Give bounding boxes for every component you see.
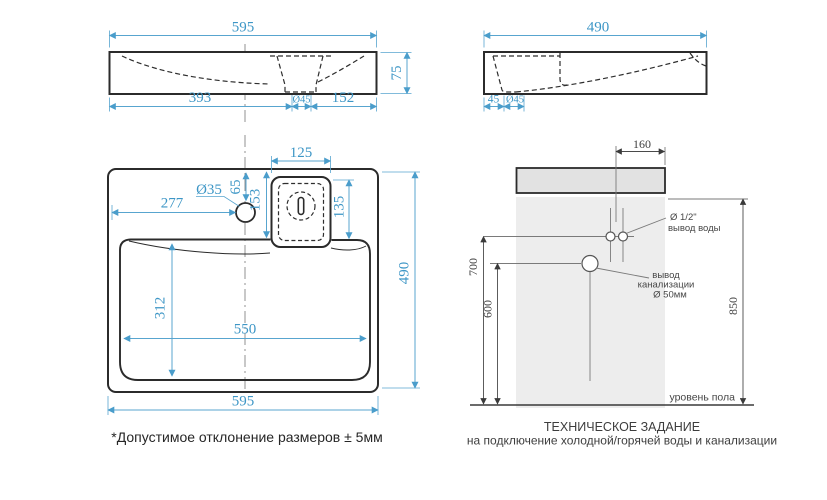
dim-front-bottom-chain: 393 Ø45 152: [108, 90, 378, 112]
dim-label: 490: [397, 262, 413, 285]
sewage-outlet-label-line1: вывод: [652, 270, 680, 281]
dim-label: 700: [466, 258, 480, 276]
installation-view: Ø 1/2" вывод воды вывод канализации Ø 50…: [466, 137, 754, 408]
water-outlet-leader: [625, 217, 667, 234]
dim-drain-box-depth: 135: [332, 179, 354, 240]
top-view: 125 Ø35 277 65 153 135 490: [107, 135, 420, 415]
dim-side-overall-depth: 490: [483, 20, 708, 48]
drain-box-outline: [270, 176, 332, 248]
dim-drain-box-width: 125: [270, 145, 332, 173]
dim-label: Ø45: [506, 95, 524, 106]
drain-slot: [297, 196, 305, 216]
wall-area: [516, 197, 665, 408]
dim-mounting-height: 850: [668, 198, 748, 405]
dim-label: 595: [232, 20, 255, 36]
dim-side-bottom-chain: 45 Ø45: [483, 94, 525, 112]
dim-top-to-bowl: 153: [248, 171, 270, 239]
installation-subtitle: на подключение холодной/горячей воды и к…: [467, 434, 777, 448]
dim-front-height: 75: [380, 51, 412, 95]
bowl-inner-outline: [119, 238, 371, 381]
dim-label: Ø35: [196, 182, 222, 198]
bowl-rim-curve-left: [128, 240, 271, 255]
dim-label: 45: [488, 94, 500, 106]
installation-title: ТЕХНИЧЕСКОЕ ЗАДАНИЕ: [544, 420, 700, 434]
front-view-basin-profile: [121, 55, 365, 93]
dim-label: Ø45: [292, 95, 310, 106]
drain-box-inner-dashed: [277, 182, 325, 242]
side-view-outline: [483, 51, 708, 95]
sewage-outlet-label-line2: канализации: [638, 280, 695, 291]
dim-label: 312: [153, 297, 169, 320]
water-diameter-label: Ø 1/2": [670, 212, 697, 223]
water-outlet-label: вывод воды: [668, 223, 721, 234]
front-view: 595 75 393 Ø45 152: [108, 20, 412, 122]
tolerance-note: *Допустимое отклонение размеров ± 5мм: [111, 429, 382, 445]
water-outlet-right: [617, 231, 629, 242]
dim-water-outlet-height: 700: [466, 235, 487, 405]
top-view-outline: [107, 168, 379, 393]
drain-box: [270, 176, 332, 248]
sewage-diameter-label: Ø 50мм: [653, 290, 687, 301]
dim-top-to-faucet: 65: [228, 172, 250, 202]
side-view: 490 45 Ø45: [483, 20, 708, 112]
dim-bowl-width: 550: [123, 322, 367, 342]
dim-label: 850: [726, 297, 740, 315]
dim-label: 277: [161, 196, 184, 212]
dim-label: 160: [633, 137, 651, 151]
dim-label: 550: [234, 322, 257, 338]
dim-left-to-faucet: 277: [111, 196, 237, 220]
sewage-outlet: [581, 254, 599, 273]
floor-level-label: уровень пола: [669, 392, 735, 404]
dim-front-overall-width: 595: [108, 20, 378, 48]
dim-label: 595: [232, 394, 255, 410]
side-view-basin-profile: [492, 52, 707, 93]
dim-label: 490: [587, 20, 610, 36]
dim-label: 65: [228, 180, 244, 195]
dim-label: 125: [290, 145, 313, 161]
dim-label: 75: [389, 66, 405, 81]
dim-top-view-overall-depth: 490: [382, 171, 420, 389]
dim-label: 600: [481, 300, 495, 318]
dim-bowl-depth: 312: [153, 243, 176, 377]
dim-top-view-overall-width: 595: [107, 394, 379, 415]
dim-label: 393: [189, 90, 212, 106]
front-view-outline: [108, 51, 378, 95]
dim-sewage-outlet-height: 600: [481, 262, 501, 405]
dim-label: 152: [332, 90, 355, 106]
drain-hole-dashed-circle: [286, 191, 316, 221]
sewage-outlet-leader: [595, 267, 650, 279]
dim-faucet-hole-diameter: Ø35: [196, 182, 240, 207]
bowl-rim-curve-right: [330, 245, 367, 251]
dim-water-outlet-offset: 160: [615, 137, 666, 165]
dim-label: 135: [332, 196, 348, 219]
water-outlet-left: [605, 231, 616, 242]
dim-label: 153: [248, 189, 264, 212]
sink-side-profile: [515, 167, 666, 194]
